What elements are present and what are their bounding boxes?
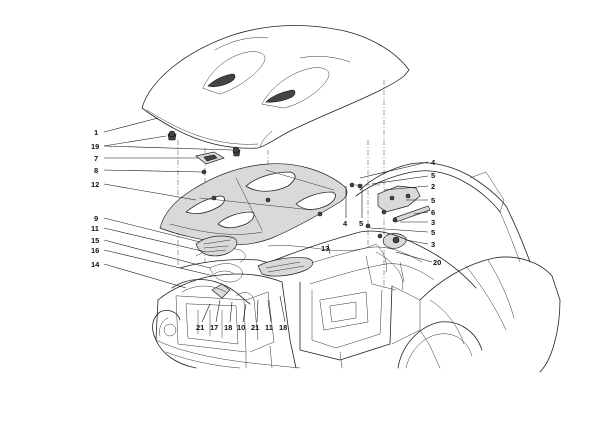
callout-16: 16	[91, 246, 99, 255]
callout-15: 15	[91, 236, 99, 245]
callout-5-top: 5	[431, 171, 435, 180]
callout-5-mid: 5	[431, 196, 435, 205]
callout-20: 20	[433, 258, 441, 267]
callout-3-lower: 3	[431, 240, 435, 249]
callout-4-left: 4	[343, 219, 348, 228]
callout-2: 2	[431, 182, 435, 191]
hood-panel	[141, 25, 410, 149]
callout-5-left: 5	[359, 219, 363, 228]
hood-lock-striker	[195, 151, 225, 165]
hood-inner-panel	[159, 163, 348, 246]
hood-hinge-upper	[377, 185, 421, 213]
callout-5-lower: 5	[431, 228, 435, 237]
callout-17: 17	[210, 323, 218, 332]
leader-lines	[103, 117, 433, 323]
callout-14: 14	[91, 260, 100, 269]
callout-19: 19	[91, 142, 99, 151]
callout-13: 13	[321, 244, 329, 253]
callout-9: 9	[94, 214, 98, 223]
callout-11-bottom: 11	[265, 323, 273, 332]
callout-6: 6	[431, 208, 435, 217]
callout-11: 11	[91, 224, 99, 233]
callout-8: 8	[94, 166, 98, 175]
callout-labels: 1 19 7 8 12 9 11 15 16 14 13 4 5 2 5 6 3…	[91, 128, 441, 332]
callout-18-right: 18	[279, 323, 287, 332]
callout-12: 12	[91, 180, 99, 189]
callout-21-right: 21	[251, 323, 259, 332]
hood-bumper-right	[232, 146, 241, 157]
callout-21-left: 21	[196, 323, 204, 332]
callout-1: 1	[94, 128, 98, 137]
callout-3-upper: 3	[431, 218, 435, 227]
hood-hinge-lower	[382, 233, 407, 249]
hinge-bolts	[349, 182, 387, 239]
hood-bumper-left	[167, 130, 177, 141]
hood-strut	[392, 205, 431, 223]
callout-4-right: 4	[431, 158, 436, 167]
screw-part	[201, 169, 207, 175]
callout-18-left: 18	[224, 323, 232, 332]
callout-10: 10	[237, 323, 245, 332]
callout-7: 7	[94, 154, 98, 163]
